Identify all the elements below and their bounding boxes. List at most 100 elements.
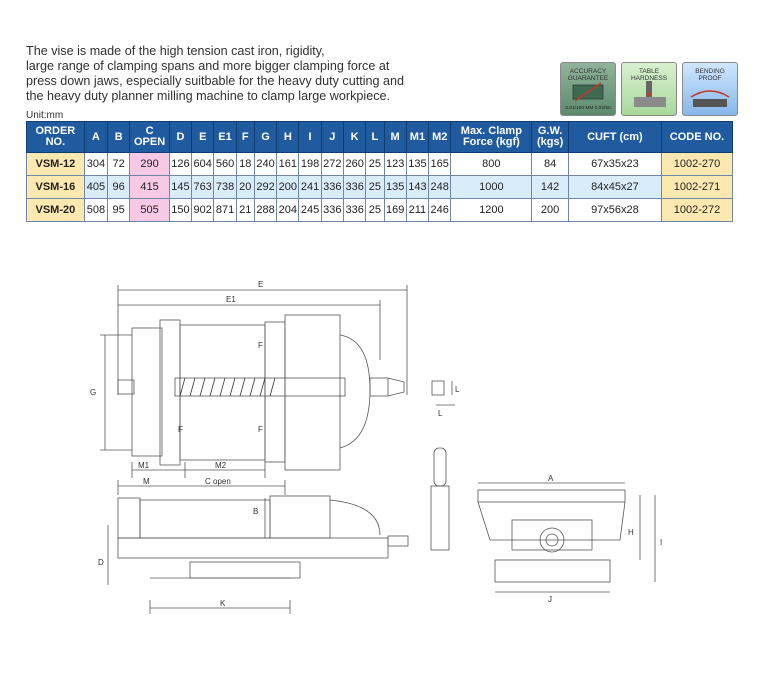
col-header: L: [365, 121, 385, 153]
accuracy-badge: ACCURACY GUARANTEE 0.01/100 MM 0.02/50: [560, 62, 616, 116]
label-E: E: [258, 280, 263, 289]
label-A: A: [548, 474, 554, 483]
col-header: ORDER NO.: [26, 121, 85, 153]
table-header-row: ORDER NO. A B C OPEN D E E1 F G H I J K …: [26, 121, 733, 153]
side-view: [107, 480, 409, 614]
table-cell: 336: [342, 198, 367, 222]
table-cell: 135: [383, 175, 407, 199]
table-cell: 135: [405, 152, 430, 176]
col-header: C OPEN: [129, 121, 170, 153]
col-header: K: [342, 121, 367, 153]
table-cell: 336: [320, 175, 345, 199]
accuracy-gauge-icon: [572, 82, 604, 102]
description-line: press down jaws, especially suitbable fo…: [26, 74, 405, 88]
table-cell: 763: [191, 175, 215, 199]
feature-badges: ACCURACY GUARANTEE 0.01/100 MM 0.02/50 T…: [560, 62, 738, 116]
label-F-bottom: F: [178, 425, 183, 434]
table-cell: 169: [383, 198, 407, 222]
table-cell: 84: [531, 152, 569, 176]
table-cell: 246: [428, 198, 452, 222]
table-cell: 211: [405, 198, 430, 222]
table-cell: 1000: [450, 175, 533, 199]
label-M1: M1: [138, 461, 150, 470]
table-cell: 248: [428, 175, 452, 199]
description-line: the heavy duty planner milling machine t…: [26, 89, 391, 103]
description-line: large range of clamping spans and more b…: [26, 59, 390, 73]
label-E1: E1: [226, 295, 236, 304]
table-cell: 1002-270: [661, 152, 733, 176]
front-view: [477, 482, 656, 593]
table-cell: 508: [83, 198, 109, 222]
table-cell: 97x56x28: [567, 198, 663, 222]
col-header: G: [253, 121, 278, 153]
label-M2: M2: [215, 461, 227, 470]
table-cell: 1200: [450, 198, 533, 222]
col-header: G.W. (kgs): [531, 121, 569, 153]
col-header: CODE NO.: [661, 121, 733, 153]
col-header: Max. Clamp Force (kgf): [450, 121, 533, 153]
table-cell: 142: [531, 175, 569, 199]
table-cell: 145: [168, 175, 193, 199]
table-cell: 18: [235, 152, 255, 176]
col-header: A: [83, 121, 109, 153]
table-cell: 604: [191, 152, 215, 176]
table-cell: 143: [405, 175, 430, 199]
table-cell: 25: [365, 198, 385, 222]
label-L: L: [455, 385, 460, 394]
col-header: CUFT (cm): [567, 121, 663, 153]
table-cell: 415: [129, 175, 170, 199]
table-cell: 25: [365, 152, 385, 176]
label-K: K: [220, 599, 226, 608]
label-L-bottom: L: [438, 409, 443, 418]
table-cell: 405: [83, 175, 109, 199]
col-header: M1: [405, 121, 430, 153]
table-cell: 150: [168, 198, 193, 222]
col-header: E1: [213, 121, 237, 153]
table-cell: 95: [107, 198, 131, 222]
label-I: I: [660, 538, 662, 547]
table-cell: 245: [298, 198, 322, 222]
label-M: M: [143, 477, 150, 486]
table-cell: VSM-12: [26, 152, 85, 176]
col-header: B: [107, 121, 131, 153]
table-cell: VSM-20: [26, 198, 85, 222]
spec-table: ORDER NO. A B C OPEN D E E1 F G H I J K …: [26, 121, 733, 222]
label-F-bottom-right: F: [258, 425, 263, 434]
description: The vise is made of the high tension cas…: [26, 44, 506, 104]
bending-badge: BENDING PROOF: [682, 62, 738, 116]
label-C: C open: [205, 477, 231, 486]
label-H: H: [628, 528, 634, 537]
table-cell: 902: [191, 198, 215, 222]
col-header: J: [320, 121, 345, 153]
table-cell: 1002-272: [661, 198, 733, 222]
label-G: G: [90, 388, 96, 397]
table-cell: 198: [298, 152, 322, 176]
table-cell: 290: [129, 152, 170, 176]
table-cell: 204: [276, 198, 300, 222]
table-cell: 126: [168, 152, 193, 176]
table-cell: 200: [531, 198, 569, 222]
table-cell: 272: [320, 152, 345, 176]
col-header: F: [235, 121, 255, 153]
col-header: D: [168, 121, 193, 153]
table-cell: 505: [129, 198, 170, 222]
table-cell: 260: [342, 152, 367, 176]
label-F-top: F: [258, 341, 263, 350]
table-cell: 84x45x27: [567, 175, 663, 199]
description-line: The vise is made of the high tension cas…: [26, 44, 325, 58]
table-cell: 241: [298, 175, 322, 199]
table-cell: 240: [253, 152, 278, 176]
hardness-test-icon: [634, 81, 666, 107]
unit-label: Unit:mm: [26, 110, 64, 121]
bending-proof-icon: [690, 90, 730, 107]
top-view: [100, 285, 455, 551]
table-cell: 336: [342, 175, 367, 199]
table-cell: 738: [213, 175, 237, 199]
dimension-labels: E E1 F F F G M1 M2 M C open B D K L L A …: [90, 280, 662, 608]
table-cell: 161: [276, 152, 300, 176]
label-D: D: [98, 558, 104, 567]
